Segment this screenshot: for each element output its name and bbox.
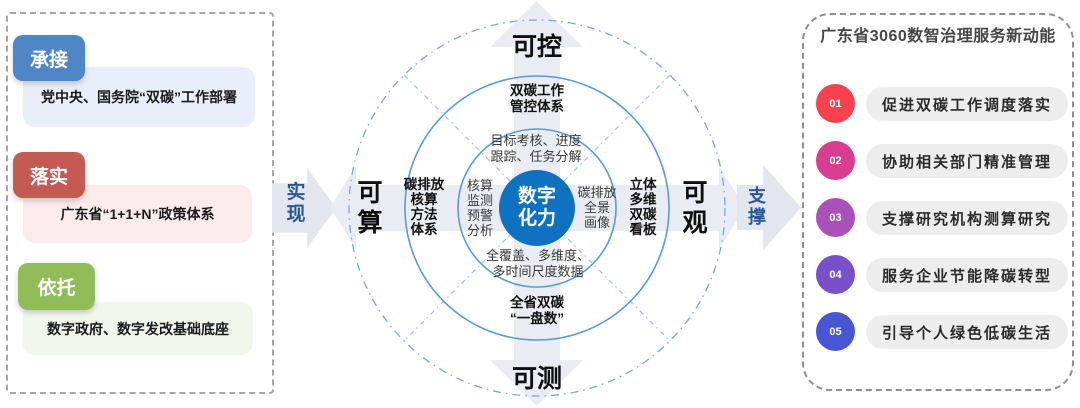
- axis-label-computable: 可算: [357, 179, 383, 237]
- outcome-pill: 引导个人绿色低碳生活: [866, 315, 1068, 349]
- badge-chengjie: 承接: [13, 35, 85, 81]
- outcome-number-01: 01: [816, 84, 855, 123]
- badge-yituo: 依托: [18, 263, 95, 310]
- ring-label-accounting-method: 碳排放 核算 方法 体系: [403, 177, 445, 237]
- outcomes-panel: [802, 13, 1074, 391]
- ring-label-control-system: 双碳工作 管控体系: [510, 83, 564, 114]
- arrowhead-up-icon: [490, 1, 583, 47]
- outcomes-panel-title: 广东省3060数智治理服务新动能: [820, 28, 1056, 45]
- realize-arrow-label: 实现: [286, 182, 306, 225]
- ring-label-multidim-dashboard: 立体 多维 双碳 看板: [629, 177, 657, 237]
- middle-ring: [404, 75, 670, 341]
- outcome-pill: 支撑研究机构测算研究: [866, 201, 1068, 235]
- outcome-text-04: 服务企业节能降碳转型: [881, 267, 1052, 285]
- outcome-text-03: 支撑研究机构测算研究: [881, 210, 1052, 228]
- policy-box-guangdong-text: 广东省“1+1+N”政策体系: [60, 206, 215, 222]
- diagonal-guide-line: [403, 74, 671, 342]
- outcome-text-05: 引导个人绿色低碳生活: [881, 324, 1052, 342]
- inner-label-emission-portrait: 碳排放 全景 画像: [577, 185, 617, 230]
- inner-ring: [457, 128, 617, 288]
- outcome-text-02: 协助相关部门精准管理: [881, 153, 1052, 171]
- outcome-pill: 服务企业节能降碳转型: [866, 258, 1068, 292]
- outcome-number-02: 02: [816, 141, 855, 180]
- arrowhead-left-icon: [330, 166, 356, 249]
- policy-box-digital-base-text: 数字政府、数字发改基础底座: [47, 320, 229, 337]
- inner-label-target-assessment: 目标考核、进度 跟踪、任务分解: [490, 133, 582, 164]
- inner-label-monitor-warning: 核算 监测 预警 分析: [466, 178, 493, 238]
- outcome-number-03: 03: [816, 198, 855, 237]
- badge-luoshi: 落实: [13, 152, 85, 198]
- support-arrow-label: 支撑: [748, 186, 766, 227]
- inner-label-full-coverage-data: 全覆盖、多维度、 多时间尺度数据: [485, 248, 590, 279]
- diagonal-guide-line: [403, 74, 671, 342]
- outcome-pill: 协助相关部门精准管理: [866, 144, 1068, 178]
- policy-box-guangdong: 广东省“1+1+N”政策体系: [23, 185, 252, 243]
- arrowhead-right-icon: [719, 166, 745, 249]
- axis-label-controllable: 可控: [511, 33, 562, 61]
- outcome-pill: 促进双碳工作调度落实: [866, 87, 1068, 121]
- policy-box-digital-base: 数字政府、数字发改基础底座: [23, 302, 253, 355]
- axis-label-observable: 可观: [682, 179, 708, 237]
- policy-box-central: 党中央、国务院“双碳”工作部署: [23, 67, 255, 127]
- axis-label-measurable: 可测: [511, 365, 562, 393]
- core-digital-power: 数字 化力: [499, 170, 575, 246]
- policy-box-central-text: 党中央、国务院“双碳”工作部署: [41, 89, 237, 105]
- ring-label-province-one-data: 全省双碳 “一盘数”: [510, 295, 564, 326]
- outer-dashdot-ring: [348, 19, 726, 397]
- arrowhead-down-icon: [490, 360, 583, 406]
- outcome-number-04: 04: [816, 255, 855, 294]
- outcome-number-05: 05: [816, 312, 855, 351]
- outcome-text-01: 促进双碳工作调度落实: [881, 96, 1052, 114]
